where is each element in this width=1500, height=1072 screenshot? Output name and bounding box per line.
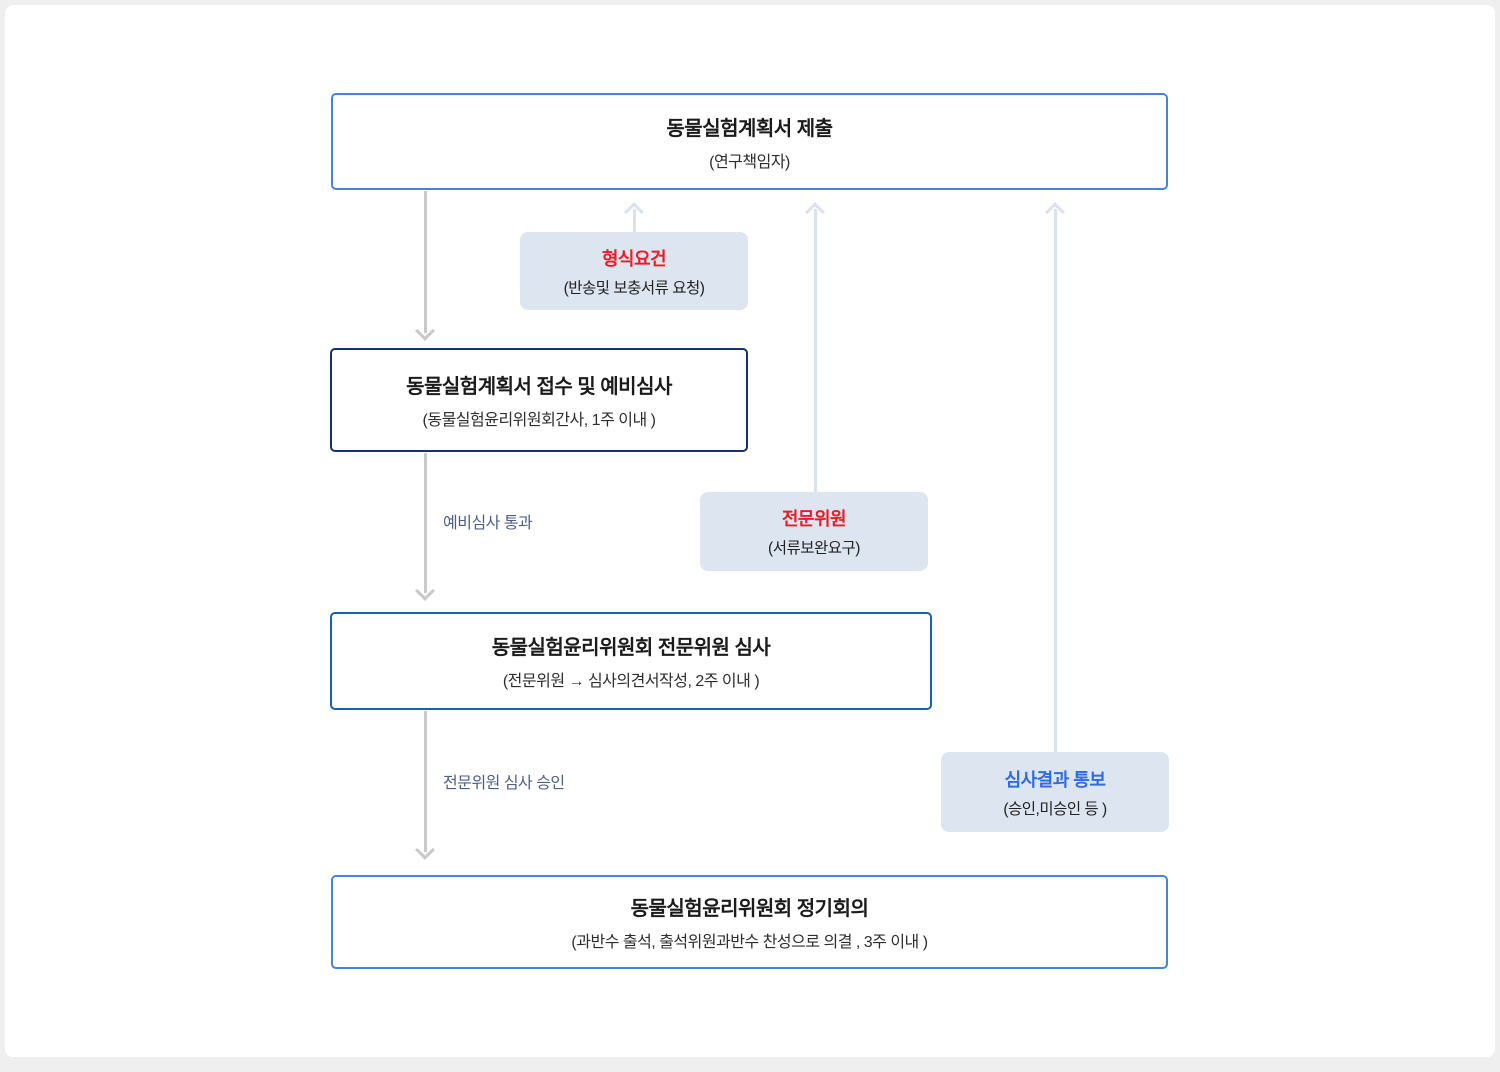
flow-box-expert-committee-review: 동물실험윤리위원회 전문위원 심사 (전문위원 → 심사의견서작성, 2주 이내… [330, 612, 932, 710]
arrow-up-icon [624, 202, 644, 222]
arrow-up-expert-to-submit [804, 202, 826, 492]
note-box-formal-requirements: 형식요건 (반송및 보충서류 요청) [520, 232, 748, 310]
flow-box-subtitle: (전문위원 → 심사의견서작성, 2주 이내 ) [502, 673, 760, 690]
arrow-line [632, 209, 636, 232]
edge-label-expert-approval: 전문위원 심사 승인 [443, 775, 565, 792]
flow-box-regular-meeting: 동물실험윤리위원회 정기회의 (과반수 출석, 출석위원과반수 찬성으로 의결 … [331, 875, 1168, 969]
note-box-expert-member: 전문위원 (서류보완요구) [700, 492, 928, 571]
note-box-title: 전문위원 [781, 509, 847, 529]
note-box-subtitle: (서류보완요구) [768, 540, 860, 557]
flow-box-subtitle: (연구책임자) [709, 153, 790, 171]
note-box-subtitle: (반송및 보충서류 요청) [563, 279, 705, 297]
arrow-down-expert-to-meeting [414, 711, 436, 860]
arrow-down-icon [415, 581, 435, 601]
arrow-down-submit-to-receipt [414, 191, 436, 341]
flow-box-receipt-preliminary-review: 동물실험계획서 접수 및 예비심사 (동물실험윤리위원회간사, 1주 이내 ) [330, 348, 748, 452]
arrow-up-result-to-submit [1044, 202, 1066, 752]
note-box-title: 심사결과 통보 [1004, 769, 1106, 790]
arrow-up-icon [1045, 202, 1065, 222]
flow-box-title: 동물실험계획서 접수 및 예비심사 [406, 376, 672, 398]
note-box-subtitle: (승인,미승인 등 ) [1003, 800, 1107, 818]
flow-box-subtitle: (과반수 출석, 출석위원과반수 찬성으로 의결 , 3주 이내 ) [571, 934, 928, 951]
edge-label-preliminary-pass: 예비심사 통과 [443, 515, 533, 532]
arrow-up-icon [805, 202, 825, 222]
arrow-down-icon [415, 321, 435, 341]
arrow-line [423, 453, 427, 593]
note-box-review-result-notice: 심사결과 통보 (승인,미승인 등 ) [941, 752, 1169, 832]
arrow-line [813, 209, 817, 492]
note-box-title: 형식요건 [601, 248, 667, 269]
arrow-line [423, 711, 427, 852]
flow-box-title: 동물실험윤리위원회 정기회의 [630, 898, 869, 920]
arrow-down-icon [415, 840, 435, 860]
flow-box-title: 동물실험계획서 제출 [666, 117, 833, 140]
flow-box-title: 동물실험윤리위원회 전문위원 심사 [491, 637, 771, 659]
arrow-line [423, 191, 427, 333]
arrow-line [1053, 209, 1057, 752]
flow-box-subtitle: (동물실험윤리위원회간사, 1주 이내 ) [422, 412, 656, 429]
arrow-up-formal-to-submit [623, 202, 645, 232]
arrow-down-receipt-to-expert [414, 453, 436, 601]
flow-box-plan-submission: 동물실험계획서 제출 (연구책임자) [331, 93, 1168, 190]
